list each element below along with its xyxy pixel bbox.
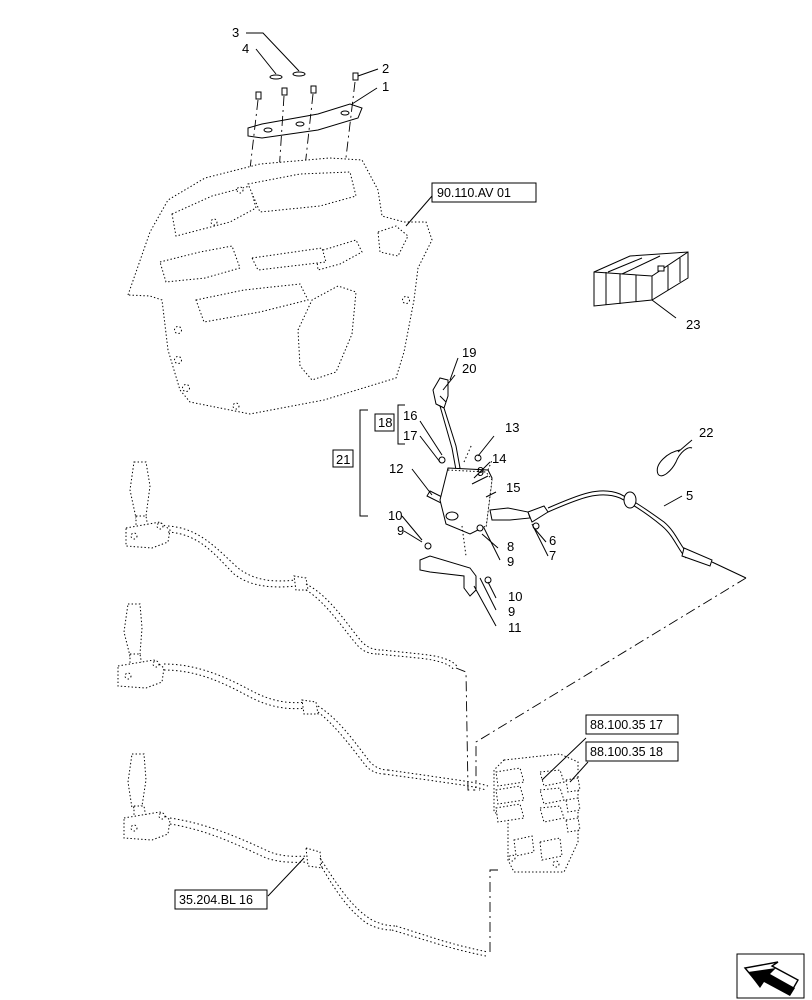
callout-23: 23: [686, 317, 700, 332]
callout-5: 5: [686, 488, 693, 503]
callout-3: 3: [232, 25, 239, 40]
navigation-arrow-icon[interactable]: [736, 953, 805, 999]
lever-group-bracket: [359, 404, 405, 517]
callout-17: 17: [403, 428, 417, 443]
callout-21: 21: [336, 452, 350, 467]
callout-1: 1: [382, 79, 389, 94]
reference-box-cab-panel[interactable]: 90.110.AV 01: [431, 182, 537, 203]
svg-text:35.204.BL 16: 35.204.BL 16: [179, 893, 253, 907]
control-valve: [493, 737, 589, 873]
control-lever-assembly: [401, 357, 549, 627]
callout-15: 15: [506, 480, 520, 495]
svg-text:88.100.35 18: 88.100.35 18: [590, 745, 663, 759]
cab-side-panel: [127, 157, 433, 415]
callout-19: 19: [462, 345, 476, 360]
callout-11: 11: [508, 620, 522, 635]
callout-12: 12: [389, 461, 403, 476]
joystick-3: [123, 753, 489, 957]
callout-9-lower: 9: [508, 604, 515, 619]
callout-13: 13: [505, 420, 519, 435]
callout-22: 22: [699, 425, 713, 440]
callout-10-right: 10: [508, 589, 522, 604]
reference-box-valve-b[interactable]: 88.100.35 18: [585, 741, 679, 762]
callout-18: 18: [378, 415, 392, 430]
cable-clip: [656, 439, 693, 477]
callout-14: 14: [492, 451, 506, 466]
reference-box-joystick[interactable]: 35.204.BL 16: [174, 889, 268, 910]
svg-text:88.100.35 17: 88.100.35 17: [590, 718, 663, 732]
callout-8: 8: [507, 539, 514, 554]
washer-icon: [269, 71, 306, 80]
joystick-1: [125, 461, 459, 671]
callout-9-mid: 9: [507, 554, 514, 569]
callout-2: 2: [382, 61, 389, 76]
push-pull-cable: [547, 490, 747, 579]
callout-20: 20: [462, 361, 476, 376]
callout-9-upper: 9: [477, 464, 484, 479]
svg-text:90.110.AV 01: 90.110.AV 01: [437, 186, 511, 200]
callout-box-18[interactable]: [374, 413, 395, 432]
routing-line: [489, 869, 500, 952]
callout-6: 6: [549, 533, 556, 548]
callout-16: 16: [403, 408, 417, 423]
callout-box-21[interactable]: [332, 449, 354, 468]
callout-9-left: 9: [397, 523, 404, 538]
routing-line: [455, 667, 480, 791]
leader-line: [267, 857, 305, 897]
screw-icon: [255, 72, 359, 100]
callout-4: 4: [242, 41, 249, 56]
callout-labels: 3 4 2 1 23 19 20 18 16 17 13 22 21 14 12…: [232, 25, 713, 635]
routing-line: [475, 577, 747, 788]
callout-7: 7: [549, 548, 556, 563]
callout-10-left: 10: [388, 508, 402, 523]
joystick-2: [117, 603, 489, 791]
reference-box-valve-a[interactable]: 88.100.35 17: [585, 714, 679, 735]
kit-box-icon: [593, 251, 689, 319]
